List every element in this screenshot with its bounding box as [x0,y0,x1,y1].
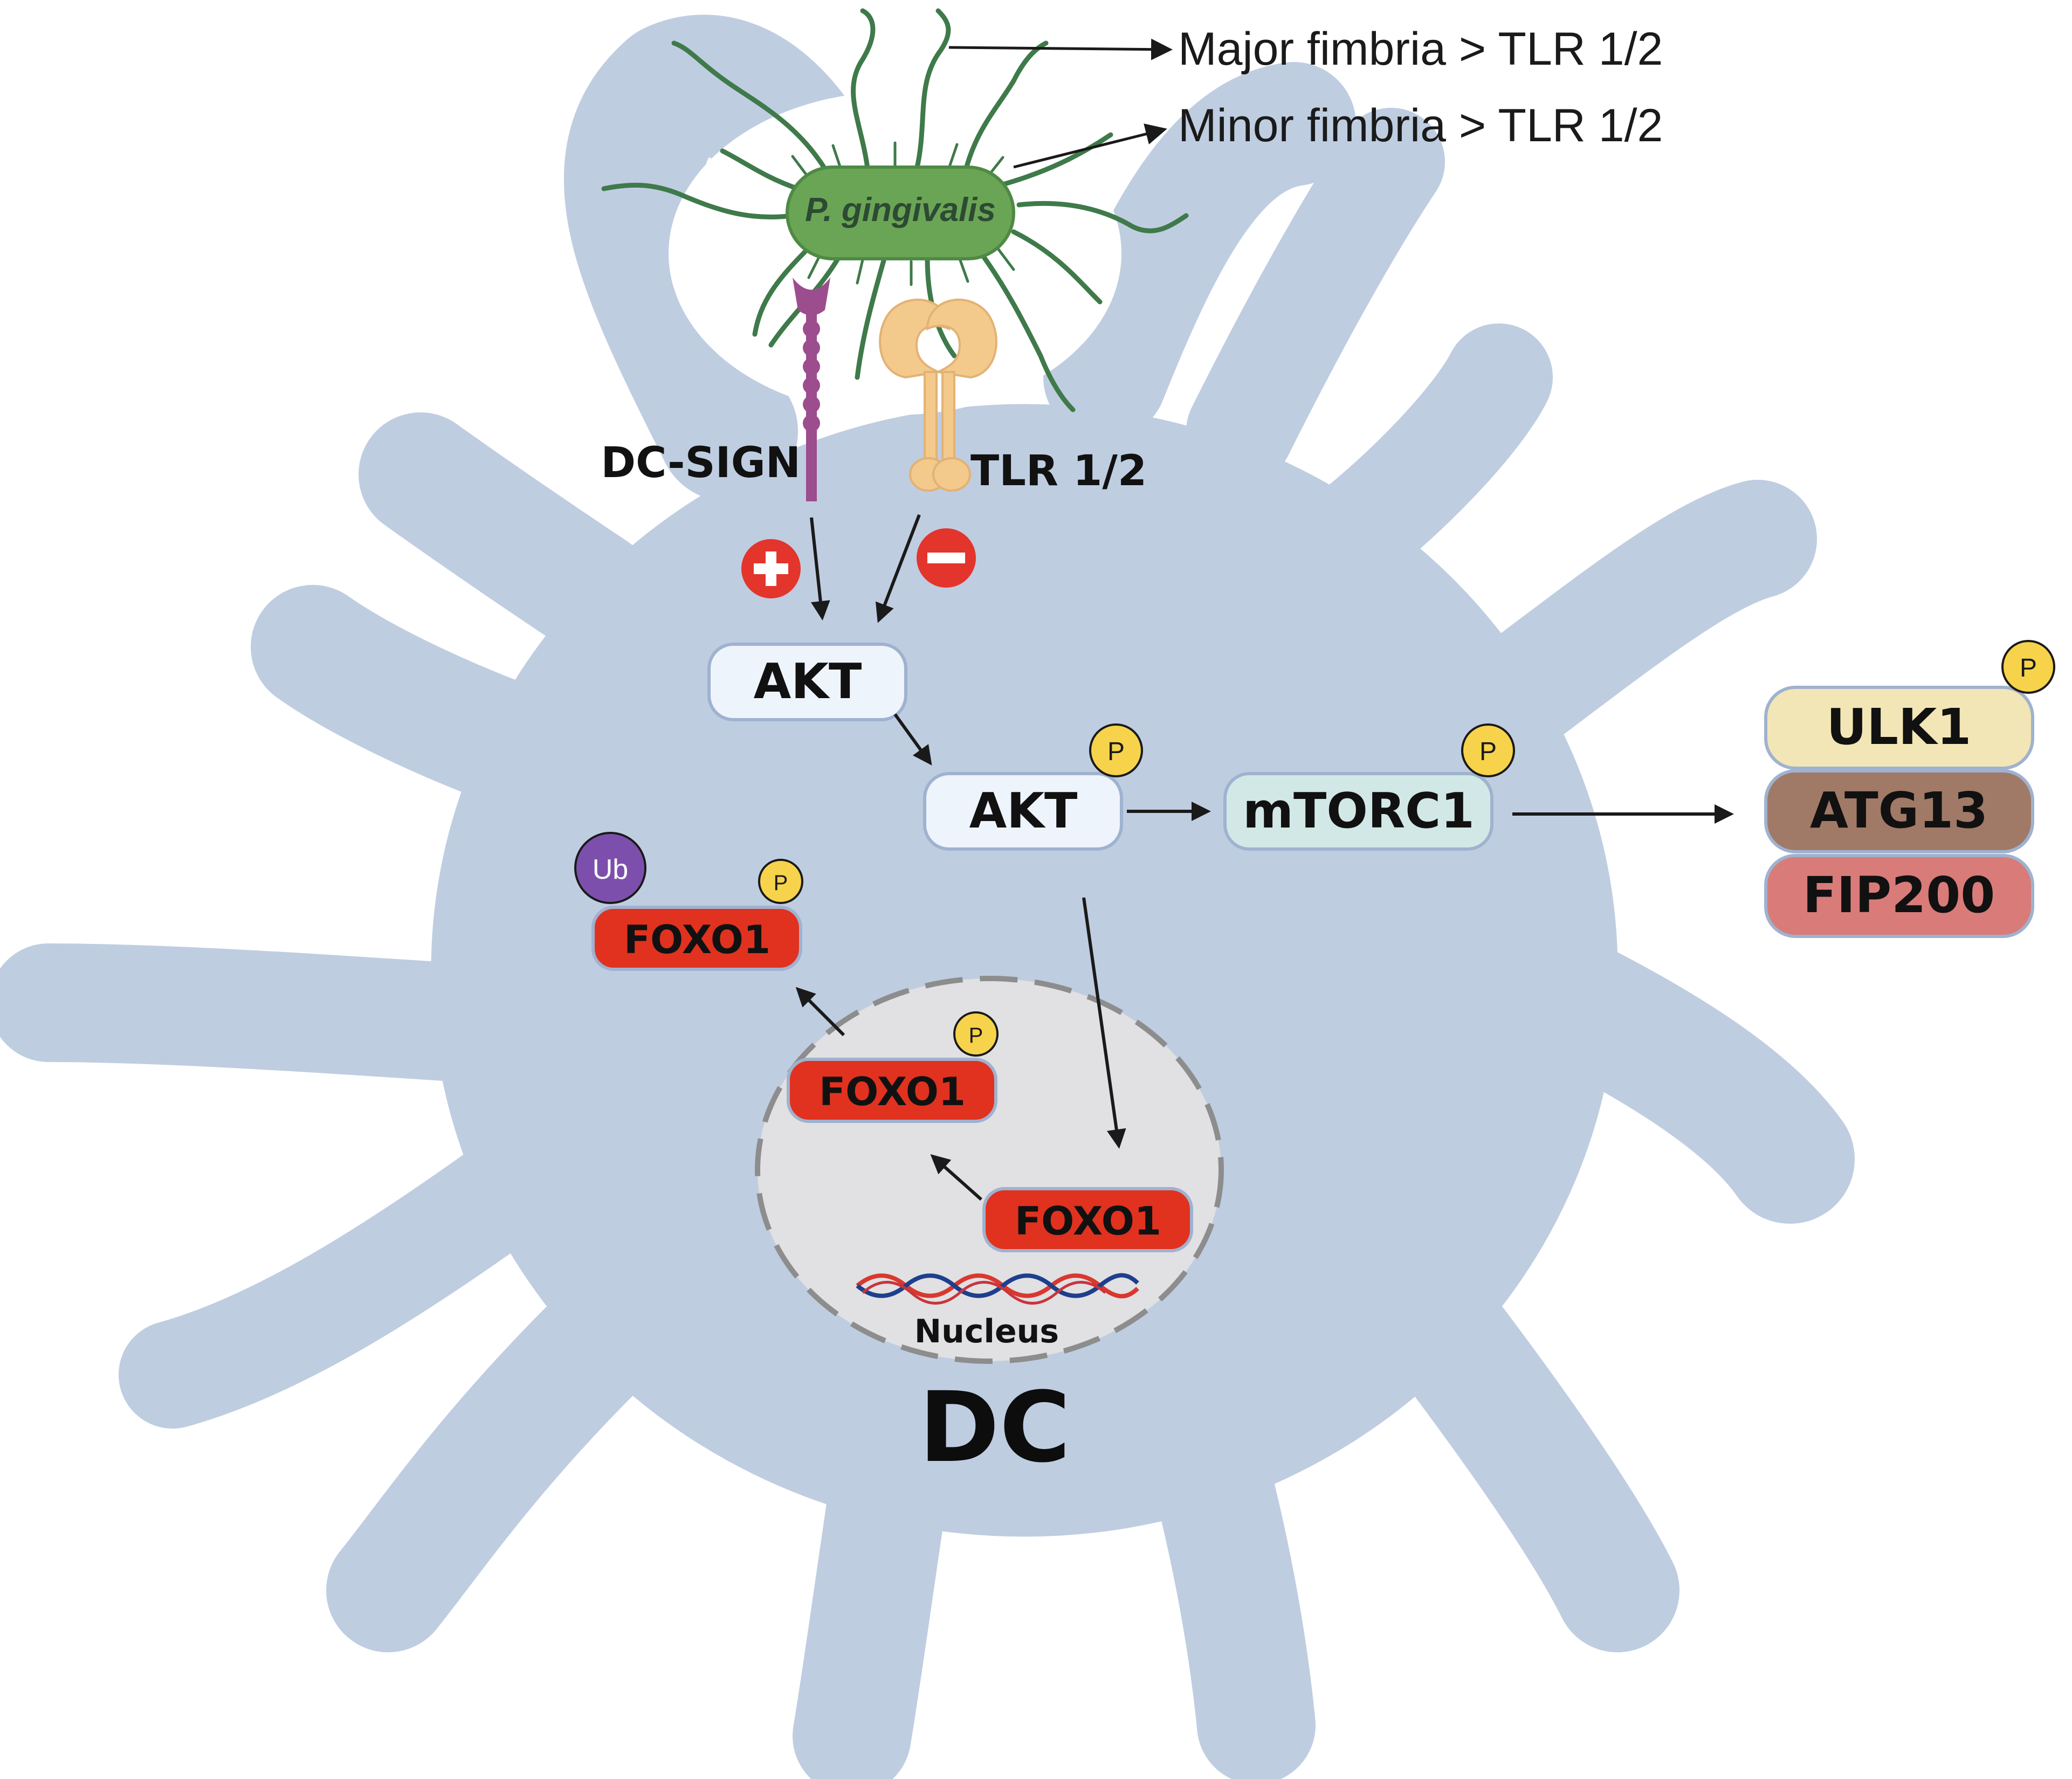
foxo1-phosphorylation-arrow [930,1154,982,1201]
dc-sign-to-akt-arrow [810,517,830,620]
akt-phospho-node-label: AKT [969,783,1078,839]
svg-text:Ub: Ub [593,854,628,885]
foxo1-phospho-nuclear-node [787,1058,997,1123]
ulk1-node-label: ULK1 [1827,698,1972,756]
atg13-node [1764,769,2034,853]
fimbriae [601,8,1189,412]
svg-text:P: P [1107,737,1125,766]
foxo1-cytoplasm-node [591,906,802,971]
ulk1-complex: ULK1 ATG13 FIP200 P [1764,640,2055,938]
tlr-label: TLR 1/2 [970,447,1147,495]
mtorc1-phospho-badge: P [1461,723,1515,777]
short-pili [791,141,1015,286]
cell-label: DC [919,1371,1071,1484]
foxo1-nuclear-label: FOXO1 [1015,1198,1161,1244]
akt-node-label: AKT [754,653,862,710]
foxo1-cytoplasm-label: FOXO1 [624,917,770,962]
inhibition-minus-icon [917,528,976,588]
akt-phospho-node [923,772,1123,851]
ubiquitin-badge: Ub [574,832,646,904]
dc-sign-receptor [793,278,830,501]
ulk1-phospho-badge: P [2001,640,2055,694]
major-fimbria-pointer [948,38,1173,60]
foxo1-nuclear-phospho-badge: P [953,1011,999,1057]
fip200-node-label: FIP200 [1803,866,1995,924]
major-fimbria-label: Major fimbria > TLR 1/2 [1178,23,1663,75]
foxo1-phospho-nuclear-label: FOXO1 [819,1069,966,1114]
nucleus-label: Nucleus [914,1313,1059,1350]
tlr-1-2-receptor [879,298,997,492]
minor-fimbria-pointer [1013,123,1167,169]
p-gingivalis-bacterium [786,166,1015,260]
akt-to-akt-p-arrow [893,713,932,766]
minor-fimbria-label: Minor fimbria > TLR 1/2 [1178,100,1663,151]
mtorc1-node-label: mTORC1 [1243,783,1475,839]
foxo1-cytoplasm-phospho-badge: P [758,859,803,904]
ulk1-node [1764,686,2034,770]
svg-text:P: P [1479,737,1497,766]
mtorc1-node [1223,772,1493,851]
tlr-to-akt-arrow [875,514,921,623]
foxo1-nuclear-export-arrow [795,987,845,1037]
p-gingivalis-label: P. gingivalis [805,191,996,229]
atg13-node-label: ATG13 [1810,782,1988,839]
akt-node [707,643,907,721]
svg-text:P: P [2020,654,2037,682]
foxo1-nuclear-node [982,1187,1193,1252]
activation-plus-icon [741,539,801,598]
fip200-node [1764,854,2034,938]
dna-helix [856,1273,1139,1305]
akt-p-to-nuclear-foxo1-arrow [1082,897,1126,1149]
dc-sign-label: DC-SIGN [601,439,801,487]
svg-text:P: P [969,1024,983,1047]
akt-phospho-badge: P [1089,723,1143,777]
svg-text:P: P [774,871,788,895]
